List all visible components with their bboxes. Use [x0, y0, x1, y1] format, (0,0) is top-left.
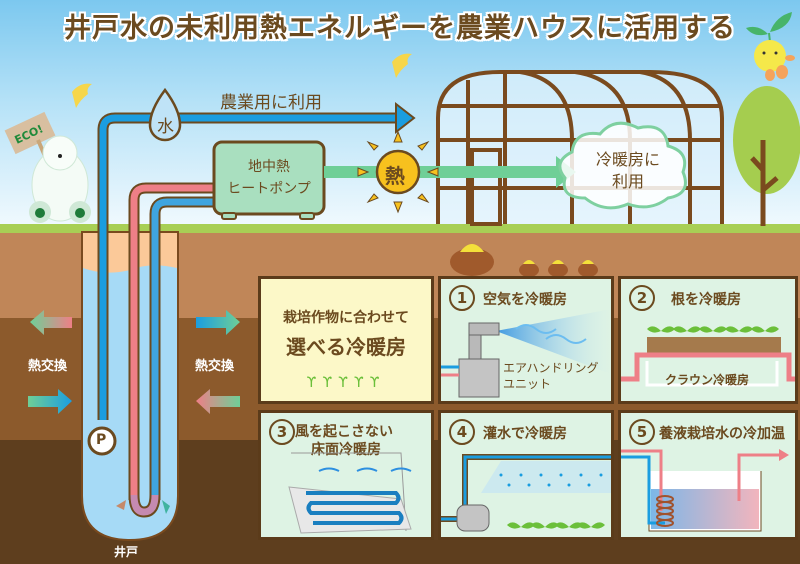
panel-title-2: 床面冷暖房	[311, 442, 381, 458]
method-panel-4: 4 灌水で冷暖房	[438, 410, 614, 540]
water-arrow-head	[395, 101, 416, 135]
well-inflow-arrow	[116, 500, 126, 510]
water-drop-label: 水	[157, 117, 174, 137]
well-label: 井戸	[114, 545, 139, 559]
panel-number: 5	[629, 419, 655, 445]
pump-label: P	[96, 432, 107, 448]
well-outflow-arrow	[162, 500, 170, 514]
heat-exchange-arrow-right-out	[196, 310, 240, 335]
seedlings-icon: ϒϒϒϒϒ	[306, 375, 386, 391]
agri-use-label: 農業用に利用	[220, 93, 322, 113]
method-panel-2: 2 根を冷暖房 クラウン冷暖房	[618, 276, 798, 404]
panel-number: 4	[449, 419, 475, 445]
floor-heating-icon	[288, 452, 412, 534]
panel-title: 根を冷暖房	[671, 292, 741, 308]
polar-bear-mascot	[4, 111, 91, 223]
panel-sub-1: エアハンドリング	[503, 361, 599, 375]
heat-exchange-label-left: 熱交換	[28, 359, 68, 374]
heat-exchange-label-right: 熱交換	[195, 359, 235, 374]
crown-heating-icon	[621, 326, 795, 387]
heat-exchange-arrow-right-in	[196, 389, 240, 414]
heat-exchange-arrow-left-in	[28, 389, 72, 414]
heat-pump-label-2: ヒートポンプ	[227, 181, 311, 197]
grass-strip	[0, 224, 800, 233]
heat-label: 熱	[385, 164, 405, 188]
intro-line-2: 選べる冷暖房	[286, 335, 406, 359]
heat-exchange-arrow-left-out	[30, 310, 72, 335]
page-title: 井戸水の未利用熱エネルギーを農業ハウスに活用する	[64, 13, 736, 44]
panel-number: 2	[629, 285, 655, 311]
panel-title-1: 風を起こさない	[295, 424, 393, 440]
panel-number: 3	[269, 419, 295, 445]
water-drop-icon	[148, 87, 182, 142]
method-panel-1: 1 空気を冷暖房 エアハンドリング ユニット	[438, 276, 614, 404]
tree-trunk	[750, 140, 779, 226]
cloud-shape	[558, 121, 687, 210]
mole-family	[450, 244, 598, 277]
air-handling-unit-icon	[441, 309, 611, 398]
panel-sub-2: ユニット	[503, 377, 552, 391]
heat-pump-label-1: 地中熱	[248, 159, 290, 175]
bird-icon	[72, 83, 92, 108]
irrigation-icon	[441, 454, 611, 532]
cloud-label-2: 利用	[611, 172, 644, 191]
panel-title: 養液栽培水の冷加温	[659, 426, 785, 442]
panel-sub-1: クラウン冷暖房	[665, 373, 750, 387]
intro-panel: 栽培作物に合わせて 選べる冷暖房 ϒϒϒϒϒ	[258, 276, 434, 404]
pump-icon	[87, 426, 117, 456]
bird-icon	[392, 53, 412, 78]
intro-line-1: 栽培作物に合わせて	[283, 310, 409, 326]
method-panel-3: 3 風を起こさない 床面冷暖房	[258, 410, 434, 540]
tree-crown	[733, 86, 800, 194]
method-panel-5: 5 養液栽培水の冷加温	[618, 410, 798, 540]
panel-title: 灌水で冷暖房	[483, 426, 567, 442]
nutrient-tank-icon	[621, 449, 789, 532]
sprout-mascot	[746, 12, 795, 81]
sun-heat-icon	[357, 130, 439, 214]
panel-title: 空気を冷暖房	[483, 292, 567, 308]
panel-number: 1	[449, 285, 475, 311]
cloud-label-1: 冷暖房に	[595, 150, 660, 169]
